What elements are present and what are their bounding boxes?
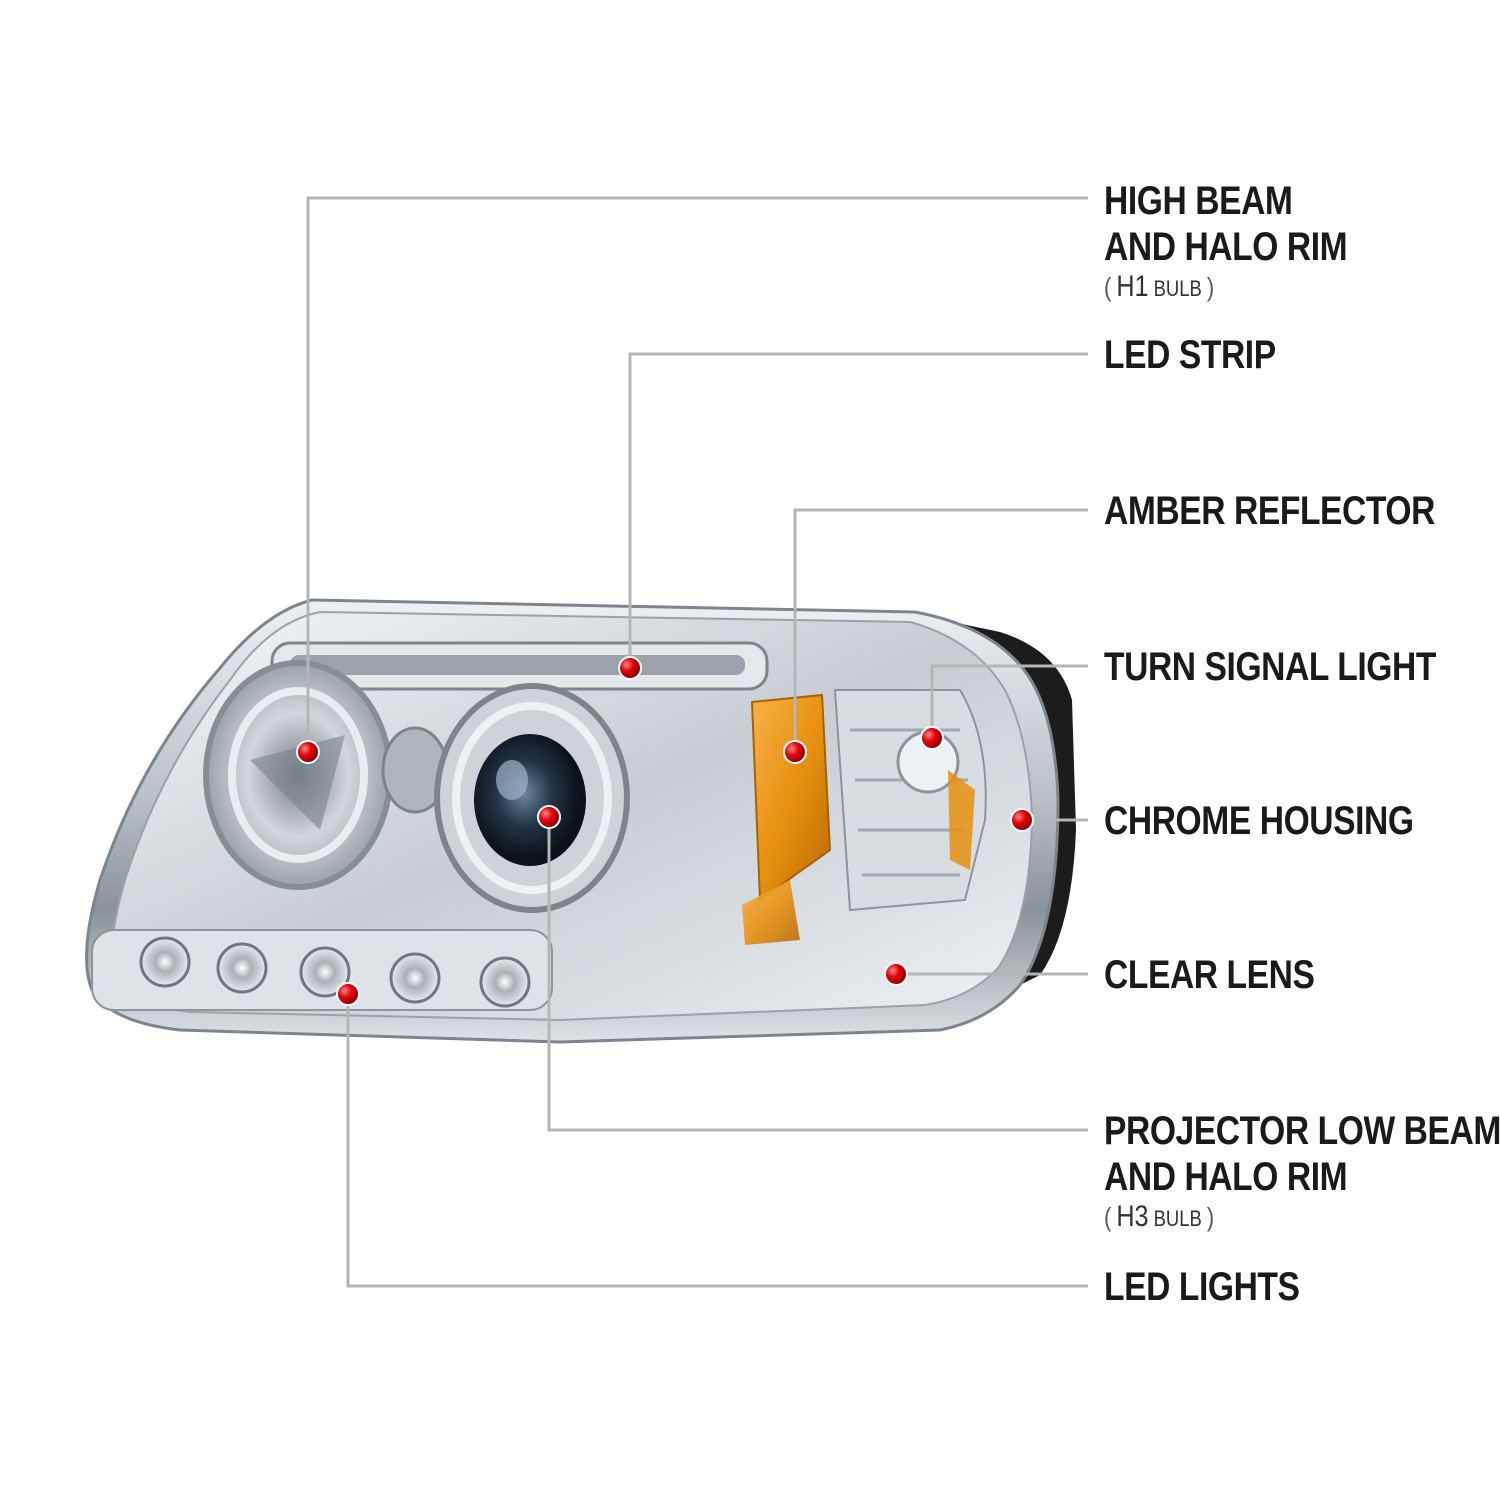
label-high-beam-bulb: ( H1 BULB ) xyxy=(1104,270,1347,306)
led-2 xyxy=(216,942,268,994)
led-3 xyxy=(299,946,351,998)
marker-clear-lens xyxy=(884,962,908,986)
marker-turn-signal xyxy=(920,726,944,750)
label-clear-lens: CLEAR LENS xyxy=(1104,952,1315,998)
headlight-body xyxy=(85,598,1076,1044)
label-projector-low-beam-bulb: ( H3 BULB ) xyxy=(1104,1200,1500,1236)
label-led-lights: LED LIGHTS xyxy=(1104,1264,1300,1310)
label-high-beam-line-2: AND HALO RIM xyxy=(1104,225,1348,269)
line-led-lights xyxy=(346,994,1088,1288)
label-turn-signal-line-1: TURN SIGNAL LIGHT xyxy=(1104,645,1436,689)
led-1 xyxy=(139,936,191,988)
led-4 xyxy=(389,952,441,1004)
bulb-word-h1: BULB xyxy=(1153,276,1202,301)
marker-high-beam xyxy=(296,740,320,764)
marker-chrome-housing xyxy=(1010,808,1034,832)
line-turn-signal xyxy=(930,664,1088,738)
marker-led-strip xyxy=(618,656,642,680)
marker-led-lights xyxy=(336,982,360,1006)
amber-reflector-shape xyxy=(750,693,832,902)
label-amber-reflector-line-1: AMBER REFLECTOR xyxy=(1104,489,1435,533)
label-clear-lens-line-1: CLEAR LENS xyxy=(1104,953,1315,997)
label-chrome-housing: CHROME HOUSING xyxy=(1104,798,1414,844)
line-projector-low-beam xyxy=(547,817,1088,1132)
label-high-beam: HIGH BEAM AND HALO RIM ( H1 BULB ) xyxy=(1104,178,1348,306)
line-high-beam xyxy=(306,196,1088,752)
label-led-lights-line-1: LED LIGHTS xyxy=(1104,1265,1300,1309)
label-projector-low-beam: PROJECTOR LOW BEAM AND HALO RIM ( H3 BUL… xyxy=(1104,1108,1500,1236)
label-chrome-housing-line-1: CHROME HOUSING xyxy=(1104,799,1414,843)
line-amber-reflector xyxy=(793,508,1088,752)
bulb-code-h3: H3 xyxy=(1116,1200,1149,1233)
led-5 xyxy=(479,956,531,1008)
label-high-beam-line-1: HIGH BEAM xyxy=(1104,179,1293,223)
marker-amber-reflector xyxy=(783,740,807,764)
line-led-strip xyxy=(628,352,1088,668)
marker-projector-low-beam xyxy=(537,805,561,829)
label-amber-reflector: AMBER REFLECTOR xyxy=(1104,488,1435,534)
projector-lens xyxy=(474,734,586,866)
label-turn-signal: TURN SIGNAL LIGHT xyxy=(1104,644,1436,690)
markers xyxy=(296,656,1034,1006)
label-led-strip: LED STRIP xyxy=(1104,332,1276,378)
label-led-strip-line-1: LED STRIP xyxy=(1104,333,1276,377)
label-projector-low-beam-line-2: AND HALO RIM xyxy=(1104,1155,1348,1199)
leader-lines xyxy=(306,196,1088,1288)
led-row xyxy=(91,929,553,1011)
label-projector-low-beam-line-1: PROJECTOR LOW BEAM xyxy=(1104,1109,1500,1153)
bulb-code-h1: H1 xyxy=(1116,270,1149,303)
bulb-word-h3: BULB xyxy=(1153,1206,1202,1231)
